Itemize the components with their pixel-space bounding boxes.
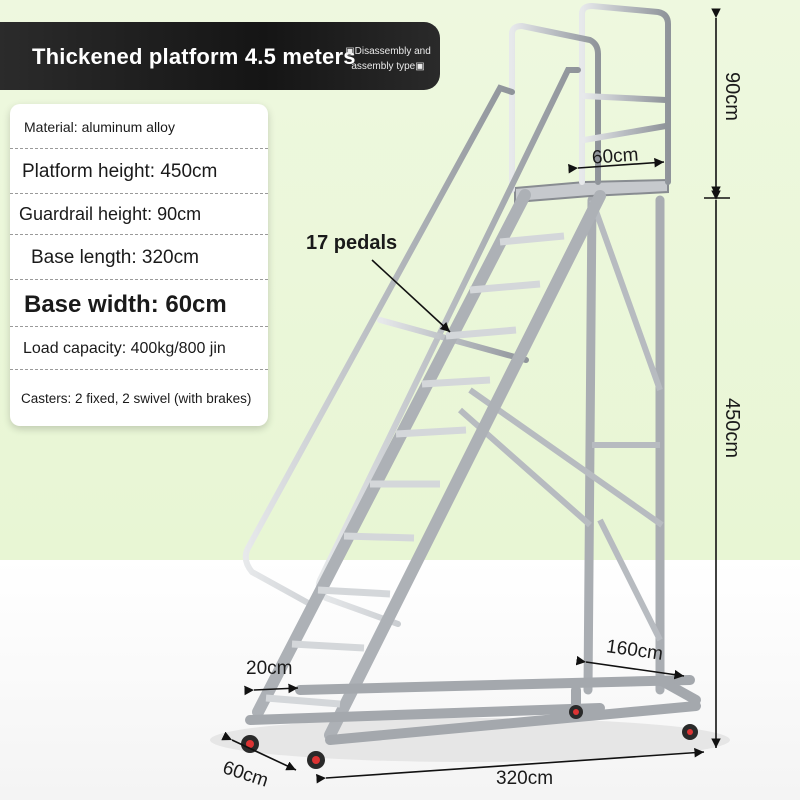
pedals-callout: 17 pedals bbox=[306, 232, 398, 254]
spec-row: Base width: 60cm bbox=[10, 280, 268, 327]
spec-base-length: Base length: 320cm bbox=[31, 247, 199, 268]
spec-base-width: Base width: 60cm bbox=[24, 291, 227, 318]
dim-platform-width: 60cm bbox=[591, 144, 640, 169]
dim-guardrail-height: 90cm bbox=[721, 72, 743, 121]
dim-step-depth: 20cm bbox=[246, 658, 293, 679]
spec-row: Guardrail height: 90cm bbox=[10, 194, 268, 235]
spec-casters: Casters: 2 fixed, 2 swivel (with brakes) bbox=[21, 391, 252, 406]
spec-guardrail-height: Guardrail height: 90cm bbox=[19, 204, 202, 224]
spec-row: Load capacity: 400kg/800 jin bbox=[10, 327, 268, 370]
spec-platform-height: Platform height: 450cm bbox=[22, 161, 218, 182]
spec-row: Base length: 320cm bbox=[10, 235, 268, 280]
spec-row: Material: aluminum alloy bbox=[10, 104, 268, 149]
ladder-stringers bbox=[252, 189, 606, 741]
spec-material: Material: aluminum alloy bbox=[24, 119, 175, 135]
ladder-steps bbox=[265, 232, 565, 708]
banner-subtitle: ▣Disassembly and assembly type▣ bbox=[345, 46, 431, 72]
title-banner: Thickened platform 4.5 meters ▣Disassemb… bbox=[0, 22, 440, 90]
dim-base-length: 320cm bbox=[496, 768, 554, 789]
top-guardrail bbox=[509, 2, 671, 193]
spec-row: Platform height: 450cm bbox=[10, 149, 268, 194]
banner-title: Thickened platform 4.5 meters bbox=[32, 44, 356, 69]
dimension-lines bbox=[221, 8, 730, 784]
spec-load-capacity: Load capacity: 400kg/800 jin bbox=[23, 340, 226, 357]
dim-platform-height: 450cm bbox=[721, 398, 743, 459]
spec-row: Casters: 2 fixed, 2 swivel (with brakes) bbox=[10, 370, 268, 424]
base-frame bbox=[245, 675, 701, 745]
spec-card: Material: aluminum alloy Platform height… bbox=[10, 104, 268, 426]
